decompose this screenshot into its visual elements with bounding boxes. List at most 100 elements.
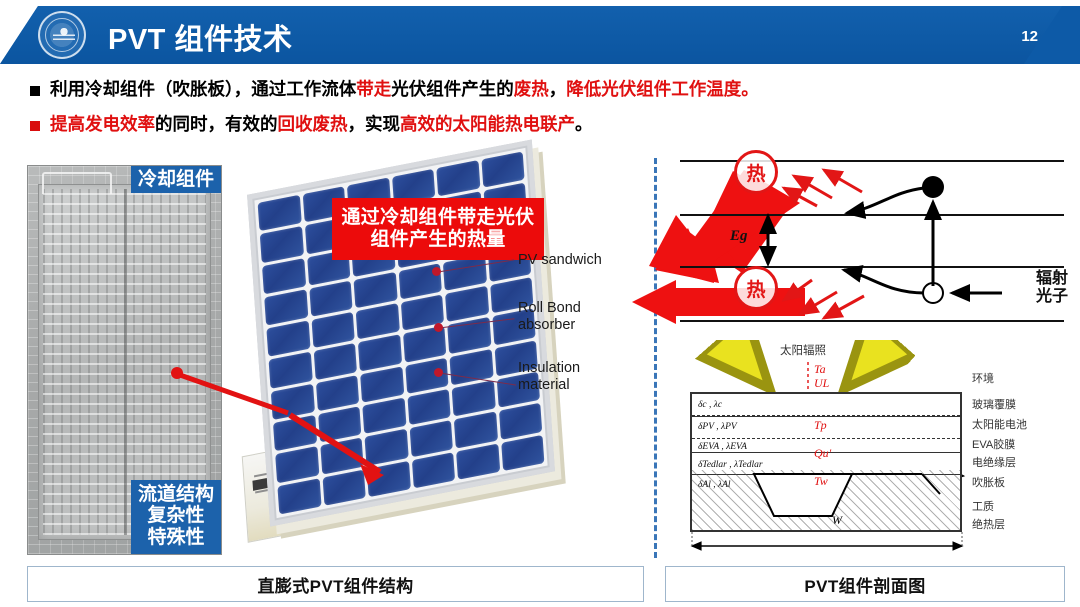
cs-symbol-glass: δc , λc [698, 400, 723, 410]
cs-symbol-ta: Ta [814, 362, 826, 376]
callout-heat-removal: 通过冷却组件带走光伏 组件产生的热量 [332, 198, 544, 260]
pvt-module-illustration: 通过冷却组件带走光伏 组件产生的热量 PV sandwich Roll Bond… [232, 139, 642, 558]
cs-symbol-pv: δPV , λPV [698, 422, 737, 432]
cs-channel-shape [752, 473, 941, 517]
university-seal-logo-icon [38, 11, 86, 59]
bullet-marker-icon [30, 86, 40, 96]
band-line-conduction [680, 214, 1064, 216]
electron-icon [922, 176, 944, 198]
page-title: PVT 组件技术 [108, 24, 293, 56]
pv-cell [266, 320, 311, 358]
cs-symbol-tw: Tw [814, 474, 828, 488]
cs-dash-glass [692, 415, 960, 416]
cs-label-thermal-insulation: 绝热层 [972, 519, 1005, 531]
tag-line-3: 特殊性 [147, 526, 205, 548]
cs-label-solar-cell: 太阳能电池 [972, 419, 1027, 431]
pv-cell [322, 469, 366, 506]
cs-label-insulation-layer: 电绝缘层 [972, 457, 1016, 469]
pv-cell [308, 280, 353, 318]
cs-symbol-ul: UL [814, 376, 830, 390]
cs-symbol-qu: Qu' [814, 446, 832, 460]
pv-cell [500, 434, 545, 472]
pv-cell [272, 415, 317, 452]
callout-line-1: 通过冷却组件带走光伏 [341, 206, 535, 228]
pv-cell [257, 194, 302, 232]
heat-circle-lower: 热 [734, 266, 778, 310]
pv-cell [362, 397, 407, 435]
pv-cell [277, 477, 322, 515]
caption-left: 直膨式PVT组件结构 [27, 566, 644, 602]
cs-label-eva-film: EVA胶膜 [972, 439, 1016, 451]
label-pv-sandwich: PV sandwich [518, 252, 602, 268]
cs-symbol-tp: Tp [814, 418, 827, 432]
pv-cell [355, 303, 400, 340]
pv-cell [451, 380, 496, 417]
pv-cell [353, 271, 398, 309]
photo-tag-channel-structure: 流道结构 复杂性 特殊性 [130, 480, 221, 554]
pv-cell [366, 460, 411, 498]
pv-cell [311, 312, 355, 349]
tag-line-2: 复杂性 [147, 505, 205, 527]
band-line-top [680, 160, 1064, 162]
photo-tag-cooling-module: 冷却组件 [130, 166, 221, 194]
label-solar-irradiance: 太阳辐照 [780, 345, 826, 357]
pv-cell [317, 406, 362, 443]
pv-cell [456, 443, 500, 480]
pv-cell [404, 357, 449, 395]
label-line-1: Insulation [518, 360, 581, 376]
cooling-plate-photo: 冷却组件 流道结构 复杂性 特殊性 [27, 165, 222, 555]
pv-cell [498, 403, 543, 440]
pv-cell [261, 257, 306, 295]
band-diagram-vectors [759, 168, 1002, 320]
caption-right: PVT组件剖面图 [665, 566, 1065, 602]
plate-inlet-tube [42, 172, 112, 194]
pv-cell [445, 285, 489, 323]
band-gap-diagram: Eg 热 热 辐射 光子 [672, 150, 1072, 333]
bullet-item-1: 利用冷却组件（吹胀板），通过工作流体带走光伏组件产生的废热，降低光伏组件工作温度… [30, 79, 759, 101]
bullet-1-text: 利用冷却组件（吹胀板），通过工作流体带走光伏组件产生的废热，降低光伏组件工作温度… [50, 79, 759, 99]
leader-dot-insulation [434, 368, 443, 377]
pv-cell [315, 374, 360, 412]
pv-cell [319, 437, 364, 475]
heat-circle-upper: 热 [734, 150, 778, 194]
cs-line-glass [692, 416, 960, 417]
section-divider [654, 158, 657, 558]
cs-dash-cell [692, 438, 960, 439]
label-incident-photon: 辐射 光子 [1036, 270, 1068, 307]
pvt-cross-section-diagram: 太阳辐照 [672, 340, 1076, 556]
pv-cell [264, 289, 308, 326]
pv-cell [357, 334, 402, 372]
bullet-marker-icon [30, 121, 40, 131]
page-number: 12 [1021, 28, 1038, 45]
label-line-1: Roll Bond [518, 300, 581, 316]
cross-section-body: δc , λc δPV , λPV δEVA , λEVA δTedlar , … [690, 392, 962, 532]
leader-dot-roll-bond [434, 323, 443, 332]
cs-symbol-eva: δEVA , λEVA [698, 442, 747, 452]
cs-symbol-tedlar: δTedlar , λTedlar [698, 460, 763, 470]
cs-label-working-fluid: 工质 [972, 501, 994, 513]
label-insulation-material: Insulation material [518, 360, 580, 394]
cs-symbol-al: δAl , λAl [698, 480, 731, 490]
band-line-valence [680, 266, 1064, 268]
pv-cell [360, 366, 404, 403]
cs-line-eva [692, 452, 960, 453]
band-line-bottom [680, 320, 1064, 322]
pv-cell [411, 451, 456, 489]
band-gap-label: Eg [730, 228, 748, 244]
header-band [0, 6, 1062, 64]
pv-cell [436, 160, 480, 197]
pv-cell [409, 420, 453, 458]
pv-cell [259, 226, 304, 263]
pv-cell [268, 352, 313, 389]
pv-cell [270, 383, 315, 421]
pv-cell [313, 343, 357, 381]
label-line-2: absorber [518, 317, 576, 334]
callout-line-2: 组件产生的热量 [370, 229, 506, 250]
bullet-2-text: 提高发电效率的同时，有效的回收废热，实现高效的太阳能热电联产。 [50, 114, 593, 134]
label-roll-bond-absorber: Roll Bond absorber [518, 300, 581, 334]
label-line-2: material [518, 377, 570, 394]
pv-cell [275, 446, 319, 484]
bullet-item-2: 提高发电效率的同时，有效的回收废热，实现高效的太阳能热电联产。 [30, 114, 593, 136]
pv-cell [406, 389, 451, 426]
